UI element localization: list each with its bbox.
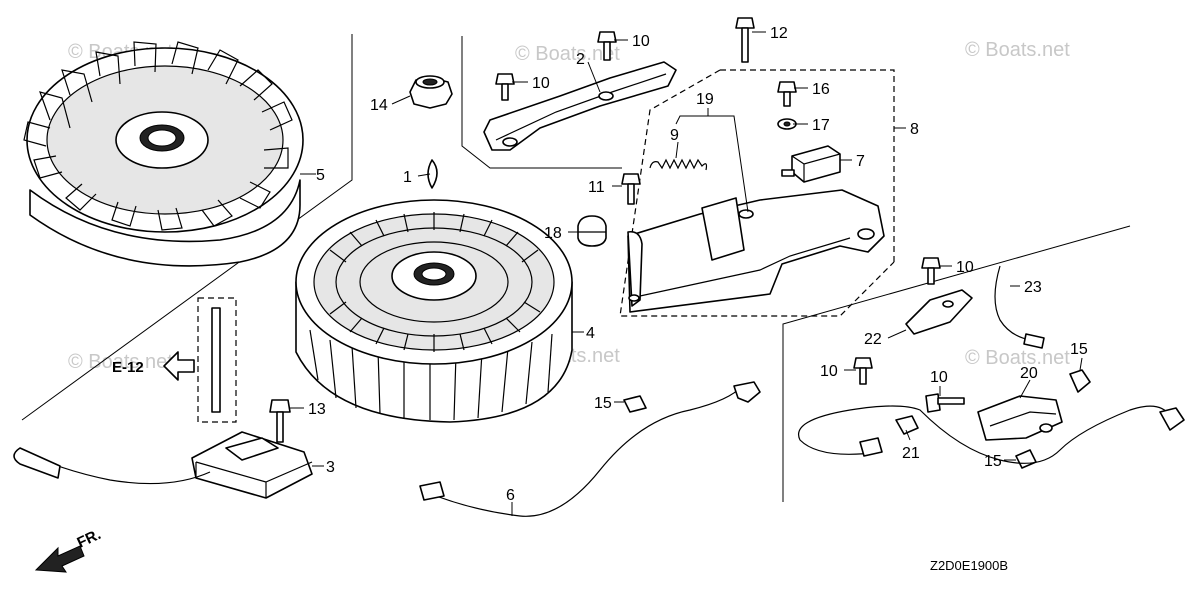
label-part-20: 20 [1020,365,1038,382]
spring-part-9 [649,158,708,171]
flange-nut-part-14 [409,75,453,109]
front-tag: FR. [75,526,104,552]
ignition-coil-part-3 [13,431,313,499]
label-part-17: 17 [812,117,830,134]
wire-harness [798,405,1185,464]
watermark-2: © Boats.net [515,43,620,65]
label-part-15-a: 15 [594,395,612,412]
switch-part-7 [781,145,841,183]
label-part-10-c: 10 [956,259,974,276]
bracket-part-2 [483,61,677,151]
label-part-19: 19 [696,91,714,108]
bolt-part-10-right-a [921,257,941,285]
bracket-part-20 [977,395,1063,441]
label-part-11: 11 [588,179,605,196]
wire-part-23 [994,265,1045,349]
label-part-8: 8 [910,121,919,138]
watermark-6: © Boats.net [965,347,1070,369]
ref-arrow [163,351,195,381]
label-part-18: 18 [544,225,562,242]
label-part-13: 13 [308,401,326,418]
label-part-5: 5 [316,167,325,184]
label-part-3: 3 [326,459,335,476]
label-part-4: 4 [586,325,595,342]
wire-part-6 [419,381,761,517]
clip-part-21 [895,415,919,435]
bolt-part-10-right-b [853,357,873,385]
wire-clip-part-15-b [1069,369,1091,393]
section-dividers [21,34,1131,502]
bolt-part-10-top-a [597,31,617,61]
label-part-7: 7 [856,153,865,170]
wire-clip-part-15-c [1015,449,1037,469]
control-bracket-part-8 [627,189,885,313]
bolt-part-11 [621,173,641,205]
stud-reference-box [197,297,237,423]
label-part-6: 6 [506,487,515,504]
label-part-12: 12 [770,25,788,42]
label-part-10-a: 10 [632,33,650,50]
woodruff-key-part-1 [427,159,438,189]
screw-part-16 [777,81,797,107]
wire-clip-part-15-a [623,395,647,413]
leader-lines [290,31,1083,516]
label-part-10-b: 10 [532,75,550,92]
label-part-15-c: 15 [984,453,1002,470]
bolt-part-13 [269,399,291,443]
label-part-22: 22 [864,331,882,348]
front-arrow [34,545,85,573]
grommet-part-18 [577,215,607,247]
bolt-part-10-right-c [925,393,965,413]
bolt-part-10-top-b [495,73,515,101]
label-part-16: 16 [812,81,830,98]
label-part-9: 9 [670,127,679,144]
label-part-15-b: 15 [1070,341,1088,358]
label-part-10-d: 10 [820,363,838,380]
flywheel-part-5 [23,41,304,267]
watermark-3: © Boats.net [965,39,1070,61]
diagram-code: Z2D0E1900B [930,558,1008,573]
label-part-21: 21 [902,445,920,462]
label-part-1: 1 [403,169,412,186]
bolt-part-12 [735,17,755,63]
label-part-23: 23 [1024,279,1042,296]
label-part-14: 14 [370,97,388,114]
part-8-group-outline [619,69,895,317]
bracket-part-22 [905,289,973,335]
ref-tag-e12: E-12 [112,359,144,376]
cooling-fan-part-4 [295,199,573,423]
label-part-10-e: 10 [930,369,948,386]
label-part-2: 2 [576,51,585,68]
